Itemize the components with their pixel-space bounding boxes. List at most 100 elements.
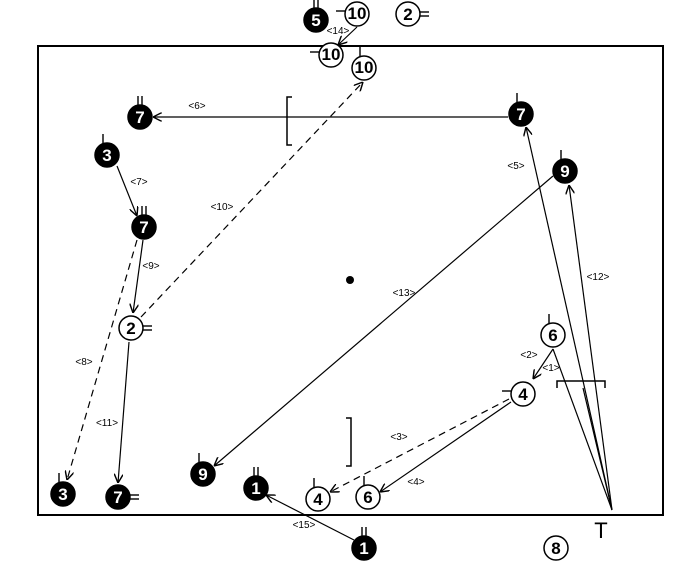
player-marker-p2-mid xyxy=(118,315,144,341)
movement-label-m7: <7> xyxy=(130,177,147,188)
player-marker-p1-in xyxy=(243,475,269,501)
player-marker-p6-r xyxy=(540,322,566,348)
player-number-p4-r: 4 xyxy=(518,385,528,404)
player-p7-bl[interactable]: 7 xyxy=(105,484,139,510)
movement-label-m8: <8> xyxy=(75,357,92,368)
obstacle-bar-right xyxy=(556,380,606,388)
movement-label-m11: <11> xyxy=(96,418,118,429)
player-p6-r[interactable]: 6 xyxy=(540,314,566,348)
player-number-p4-b: 4 xyxy=(313,490,323,509)
obstacle-bracket-top xyxy=(286,96,292,146)
player-marker-p10-a xyxy=(344,1,370,27)
player-p4-r[interactable]: 4 xyxy=(502,381,536,407)
player-p8-out[interactable]: 8 xyxy=(543,535,569,561)
movement-arrow-m10 xyxy=(140,82,363,318)
player-marker-p10-c xyxy=(351,55,377,81)
player-number-p9-bl: 9 xyxy=(198,465,207,484)
player-p3-l[interactable]: 3 xyxy=(94,134,120,168)
player-number-p2-mid: 2 xyxy=(126,319,135,338)
player-number-p10-b: 10 xyxy=(322,45,341,64)
player-marker-p3-bl xyxy=(50,481,76,507)
movement-arrow-m13 xyxy=(214,175,554,466)
player-marker-p7-ml xyxy=(131,214,157,240)
movement-label-m6: <6> xyxy=(188,101,205,112)
player-number-p10-c: 10 xyxy=(355,58,374,77)
movement-label-m9: <9> xyxy=(142,261,159,272)
player-number-p1-in: 1 xyxy=(251,479,260,498)
player-number-p1-out: 1 xyxy=(359,539,368,558)
movement-label-m1: <1> xyxy=(542,363,559,374)
player-marker-p7-bl xyxy=(105,484,131,510)
player-p9-r[interactable]: 9 xyxy=(552,150,578,184)
player-number-p6-r: 6 xyxy=(548,326,557,345)
movement-arrow-m14 xyxy=(338,26,358,45)
player-p1-out[interactable]: 1 xyxy=(351,527,377,561)
movement-paths xyxy=(67,26,613,541)
movement-label-m15: <15> xyxy=(293,520,316,531)
obstacle-bracket-bottom xyxy=(346,417,352,467)
movement-arrow-m12 xyxy=(569,185,613,511)
obstacles xyxy=(286,96,606,467)
movement-arrow-m4 xyxy=(380,401,512,492)
player-marker-p3-l xyxy=(94,142,120,168)
player-number-p3-l: 3 xyxy=(102,146,111,165)
movement-label-m12: <12> xyxy=(587,272,610,283)
player-marker-p4-r xyxy=(510,381,536,407)
movement-arrow-m1 xyxy=(533,348,554,379)
player-p10-c[interactable]: 10 xyxy=(351,47,377,81)
player-p2-mid[interactable]: 2 xyxy=(118,315,152,341)
player-marker-p1-out xyxy=(351,535,377,561)
player-marker-p7-tr xyxy=(508,101,534,127)
movement-arrow-m8 xyxy=(67,239,138,480)
player-p2-top[interactable]: 2 xyxy=(395,1,429,27)
movement-arrow-m5 xyxy=(526,127,613,511)
player-p1-in[interactable]: 1 xyxy=(243,467,269,501)
player-marker-p6-b xyxy=(355,484,381,510)
movement-arrow-m11 xyxy=(118,341,130,483)
movement-label-m14: <14> xyxy=(327,26,350,37)
player-p7-ml[interactable]: 7 xyxy=(131,206,157,240)
player-number-p5-top: 5 xyxy=(311,11,320,30)
movement-label-m4: <4> xyxy=(407,477,424,488)
player-p7-tr[interactable]: 7 xyxy=(508,93,534,127)
player-marker-p4-b xyxy=(305,486,331,512)
player-p10-a[interactable]: 10 xyxy=(336,1,370,27)
movement-arrow-m9 xyxy=(133,239,144,313)
movement-label-m2: <2> xyxy=(520,350,537,361)
player-number-p3-bl: 3 xyxy=(58,485,67,504)
player-number-p7-tr: 7 xyxy=(516,105,525,124)
player-p3-bl[interactable]: 3 xyxy=(50,473,76,507)
player-number-p7-ml: 7 xyxy=(139,218,148,237)
player-marker-p9-bl xyxy=(190,461,216,487)
player-p10-b[interactable]: 10 xyxy=(310,42,344,68)
movement-arrow-m7 xyxy=(116,165,137,216)
movement-arrow-m15 xyxy=(266,495,355,541)
player-number-p9-r: 9 xyxy=(560,162,569,181)
player-number-p10-a: 10 xyxy=(348,4,367,23)
movement-arrow-m3 xyxy=(330,398,510,492)
player-number-p6-b: 6 xyxy=(363,488,372,507)
player-marker-p9-r xyxy=(552,158,578,184)
player-marker-p5-top xyxy=(303,7,329,33)
movement-labels: <1> <2> <3> <4> <5> <6> <7> <8> <9> <10> <11> <12> <… xyxy=(75,26,609,531)
player-p9-bl[interactable]: 9 xyxy=(190,453,216,487)
movement-label-m13: <13> xyxy=(393,288,416,299)
player-p6-b[interactable]: 6 xyxy=(355,476,381,510)
player-number-p8-out: 8 xyxy=(551,539,560,558)
player-marker-p10-b xyxy=(318,42,344,68)
movement-label-m5: <5> xyxy=(507,161,524,172)
movement-label-m10: <10> xyxy=(211,202,234,213)
player-p5-top[interactable]: 5 xyxy=(303,0,329,33)
player-p7-tl[interactable]: 7 xyxy=(127,96,153,130)
player-number-p7-tl: 7 xyxy=(135,108,144,127)
coach-marker: T xyxy=(594,518,607,543)
path-coach-to-p6 xyxy=(552,348,613,511)
court-boundary xyxy=(37,45,664,516)
movement-label-m3: <3> xyxy=(390,432,407,443)
player-marker-p2-top xyxy=(395,1,421,27)
player-number-p2-top: 2 xyxy=(403,5,412,24)
player-number-p7-bl: 7 xyxy=(113,488,122,507)
player-p4-b[interactable]: 4 xyxy=(305,478,331,512)
